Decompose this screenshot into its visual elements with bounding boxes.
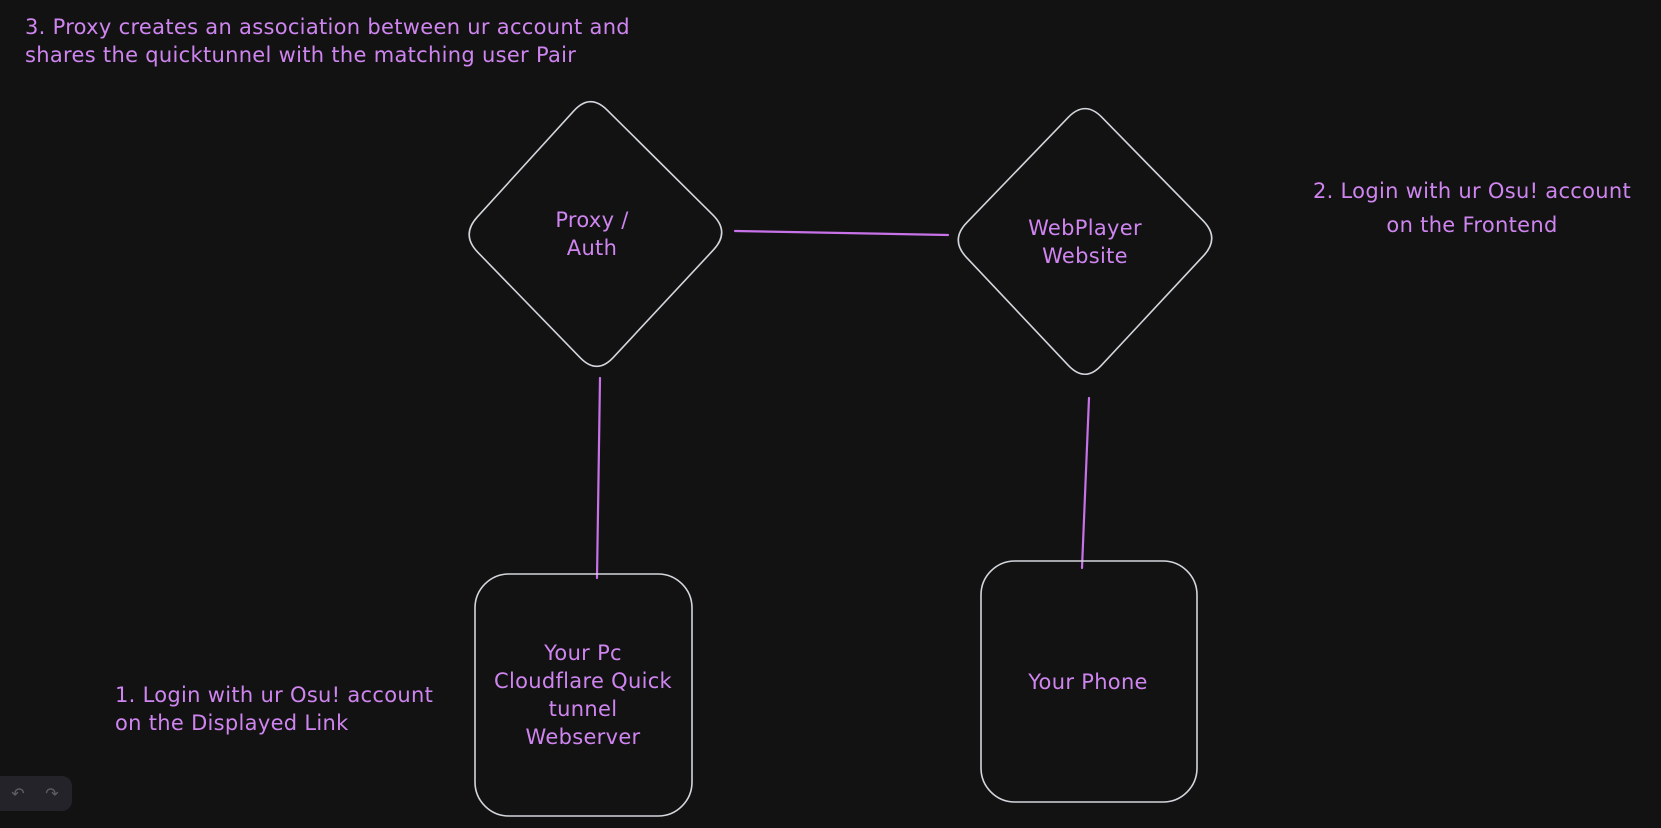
node-label-proxy-auth[interactable]: Proxy / Auth (555, 208, 629, 260)
node-label-your-pc[interactable]: Your Pc Cloudflare Quick tunnel Webserve… (493, 641, 673, 749)
redo-button[interactable]: ↷ (36, 779, 68, 809)
node-label-your-phone[interactable]: Your Phone (1028, 670, 1148, 694)
connector-webplayer-yourphone[interactable] (1080, 396, 1091, 570)
diamond-proxy-auth[interactable] (468, 100, 723, 368)
rect-your-phone[interactable] (980, 560, 1198, 803)
annotation-step-1[interactable]: 1. Login with ur Osu! account on the Dis… (115, 683, 434, 735)
undo-redo-toolbar: ↶ ↷ (0, 776, 72, 811)
connector-proxy-yourpc[interactable] (595, 376, 602, 580)
connector-proxy-webplayer[interactable] (733, 229, 950, 237)
annotation-step-2[interactable]: 2. Login with ur Osu! account on the Fro… (1312, 179, 1632, 237)
rect-your-pc[interactable] (474, 573, 693, 817)
undo-button[interactable]: ↶ (2, 779, 34, 809)
annotation-step-3[interactable]: 3. Proxy creates an association between … (25, 15, 630, 67)
diamond-webplayer-website[interactable] (957, 107, 1213, 376)
redo-icon: ↷ (45, 784, 59, 803)
node-label-webplayer-website[interactable]: WebPlayer Website (1028, 216, 1142, 268)
undo-icon: ↶ (11, 784, 25, 803)
